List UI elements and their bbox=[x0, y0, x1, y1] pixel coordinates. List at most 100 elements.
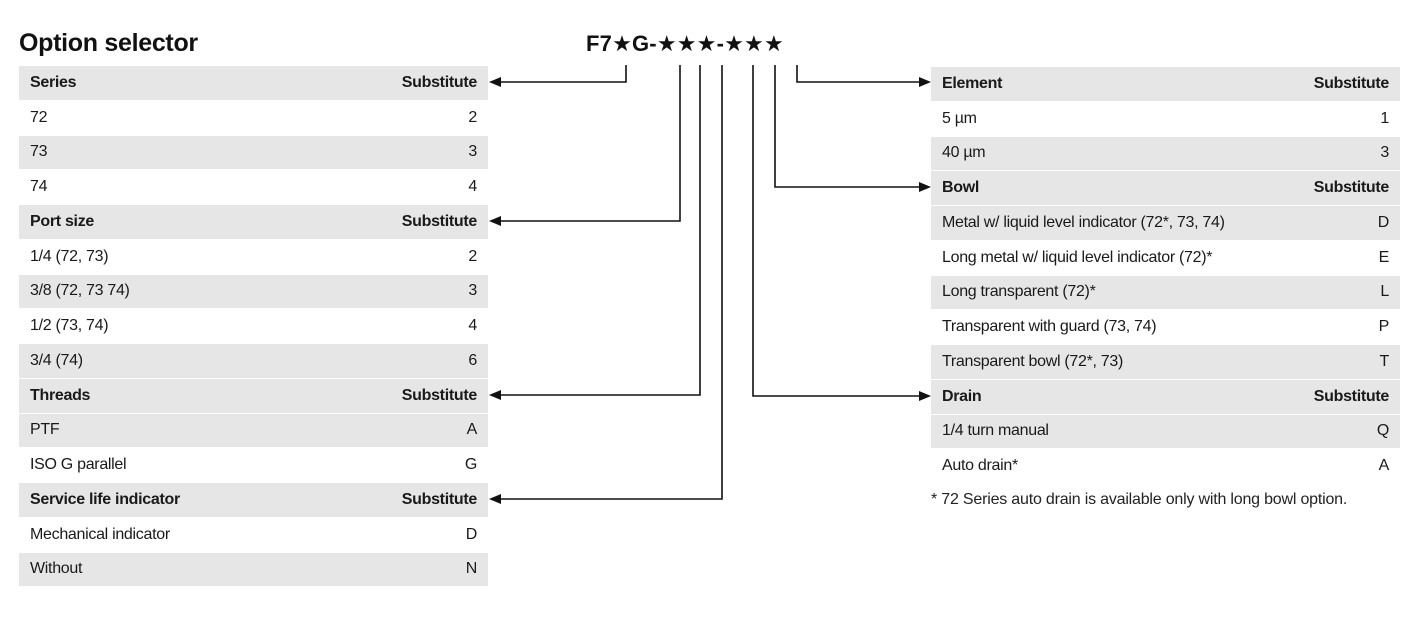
arrowhead-drain bbox=[919, 391, 931, 401]
arrowhead-element bbox=[919, 77, 931, 87]
option-row-series: 73 3 bbox=[19, 135, 488, 171]
section-title: Element bbox=[942, 74, 1003, 92]
substitute-column-label: Substitute bbox=[401, 386, 478, 404]
option-label: 72 bbox=[30, 108, 48, 126]
page-title: Option selector bbox=[19, 29, 198, 57]
option-label: Transparent bowl (72*, 73) bbox=[942, 352, 1124, 370]
connector-series bbox=[500, 65, 627, 83]
option-label: Mechanical indicator bbox=[30, 525, 170, 543]
option-row-drain: 1/4 turn manual Q bbox=[931, 414, 1400, 450]
option-label: 74 bbox=[30, 178, 48, 196]
option-row-service-life-indicator: Without N bbox=[19, 552, 488, 588]
option-code: 2 bbox=[468, 247, 477, 265]
option-row-port-size: 3/8 (72, 73 74) 3 bbox=[19, 274, 488, 310]
option-code: D bbox=[1377, 213, 1390, 231]
connector-drain bbox=[752, 65, 920, 397]
section-title: Drain bbox=[942, 387, 982, 405]
connector-element bbox=[796, 65, 920, 83]
option-row-drain: Auto drain* A bbox=[931, 449, 1400, 484]
section-title: Service life indicator bbox=[30, 490, 180, 508]
option-row-threads: ISO G parallel G bbox=[19, 448, 488, 483]
option-label: 40 µm bbox=[942, 144, 986, 162]
connector-port-size bbox=[500, 65, 681, 222]
option-code: 3 bbox=[468, 143, 477, 161]
option-row-bowl: Long metal w/ liquid level indicator (72… bbox=[931, 240, 1400, 276]
connector-service-life bbox=[500, 65, 723, 500]
option-code: Q bbox=[1376, 422, 1389, 440]
option-label: Auto drain* bbox=[942, 457, 1018, 475]
option-row-service-life-indicator: Mechanical indicator D bbox=[19, 517, 488, 553]
option-row-bowl: Long transparent (72)*L bbox=[931, 275, 1400, 311]
option-code: E bbox=[1378, 248, 1390, 266]
option-code: 3 bbox=[468, 282, 477, 300]
option-label: 3/4 (74) bbox=[30, 351, 83, 369]
footnote: * 72 Series auto drain is available only… bbox=[931, 491, 1348, 508]
section-header-service-life-indicator: Service life indicator Substitute bbox=[19, 483, 488, 518]
option-code: 4 bbox=[468, 317, 477, 335]
section-header-port-size: Port size Substitute bbox=[19, 205, 488, 240]
option-label: Metal w/ liquid level indicator (72*, 73… bbox=[942, 213, 1225, 231]
option-row-port-size: 3/4 (74) 6 bbox=[19, 344, 488, 379]
option-code: A bbox=[1378, 457, 1390, 475]
option-code: N bbox=[465, 560, 478, 578]
substitute-column-label: Substitute bbox=[401, 490, 478, 508]
arrowhead-bowl bbox=[919, 182, 931, 192]
model-code: F7★G-★★★-★★★ bbox=[586, 31, 784, 56]
section-header-drain: Drain Substitute bbox=[931, 379, 1400, 415]
arrowhead-service-life bbox=[489, 494, 501, 504]
arrowhead-threads bbox=[489, 390, 501, 400]
section-header-series: Series Substitute bbox=[19, 66, 488, 101]
option-row-bowl: Transparent bowl (72*, 73) T bbox=[931, 345, 1400, 380]
connector-threads bbox=[500, 65, 701, 396]
section-title: Port size bbox=[30, 212, 94, 230]
option-label: 73 bbox=[30, 143, 48, 161]
option-code: T bbox=[1379, 352, 1390, 370]
option-label: PTF bbox=[30, 421, 60, 439]
option-row-series: 74 4 bbox=[19, 170, 488, 205]
option-row-port-size: 1/2 (73, 74) 4 bbox=[19, 309, 488, 344]
option-label: 1/4 turn manual bbox=[942, 422, 1049, 440]
substitute-column-label: Substitute bbox=[1313, 179, 1390, 197]
option-code: D bbox=[465, 525, 478, 543]
section-header-element: Element Substitute bbox=[931, 67, 1400, 102]
option-code: L bbox=[1380, 283, 1389, 301]
section-title: Series bbox=[30, 73, 77, 91]
option-code: 3 bbox=[1380, 144, 1389, 162]
option-label: 1/4 (72, 73) bbox=[30, 247, 109, 265]
connector-bowl bbox=[774, 65, 920, 188]
option-row-threads: PTF A bbox=[19, 413, 488, 449]
arrowhead-series bbox=[489, 77, 501, 87]
option-label: 5 µm bbox=[942, 109, 977, 127]
option-row-series: 72 2 bbox=[19, 100, 488, 136]
option-row-element: 40 µm 3 bbox=[931, 136, 1400, 172]
option-row-element: 5 µm 1 bbox=[931, 101, 1400, 137]
option-label: Transparent with guard (73, 74) bbox=[942, 318, 1157, 336]
option-row-bowl: Transparent with guard (73, 74) P bbox=[931, 310, 1400, 345]
option-row-port-size: 1/4 (72, 73) 2 bbox=[19, 239, 488, 275]
option-label: Long metal w/ liquid level indicator (72… bbox=[942, 248, 1213, 266]
substitute-column-label: Substitute bbox=[401, 73, 478, 91]
substitute-column-label: Substitute bbox=[401, 212, 478, 230]
section-header-threads: Threads Substitute bbox=[19, 378, 488, 414]
option-code: P bbox=[1378, 318, 1390, 336]
option-row-bowl: Metal w/ liquid level indicator (72*, 73… bbox=[931, 206, 1400, 241]
section-title: Threads bbox=[30, 386, 91, 404]
option-code: 6 bbox=[468, 351, 477, 369]
option-label: ISO G parallel bbox=[30, 456, 127, 474]
option-label: Without bbox=[30, 560, 83, 578]
section-header-bowl: Bowl Substitute bbox=[931, 171, 1400, 206]
option-code: A bbox=[466, 421, 478, 439]
option-code: G bbox=[464, 456, 477, 474]
arrowhead-port-size bbox=[489, 216, 501, 226]
option-code: 1 bbox=[1380, 109, 1389, 127]
option-code: 4 bbox=[468, 178, 477, 196]
substitute-column-label: Substitute bbox=[1313, 387, 1390, 405]
option-code: 2 bbox=[468, 108, 477, 126]
substitute-column-label: Substitute bbox=[1313, 74, 1390, 92]
section-title: Bowl bbox=[942, 179, 980, 197]
option-label: 3/8 (72, 73 74) bbox=[30, 282, 130, 300]
option-label: 1/2 (73, 74) bbox=[30, 317, 109, 335]
